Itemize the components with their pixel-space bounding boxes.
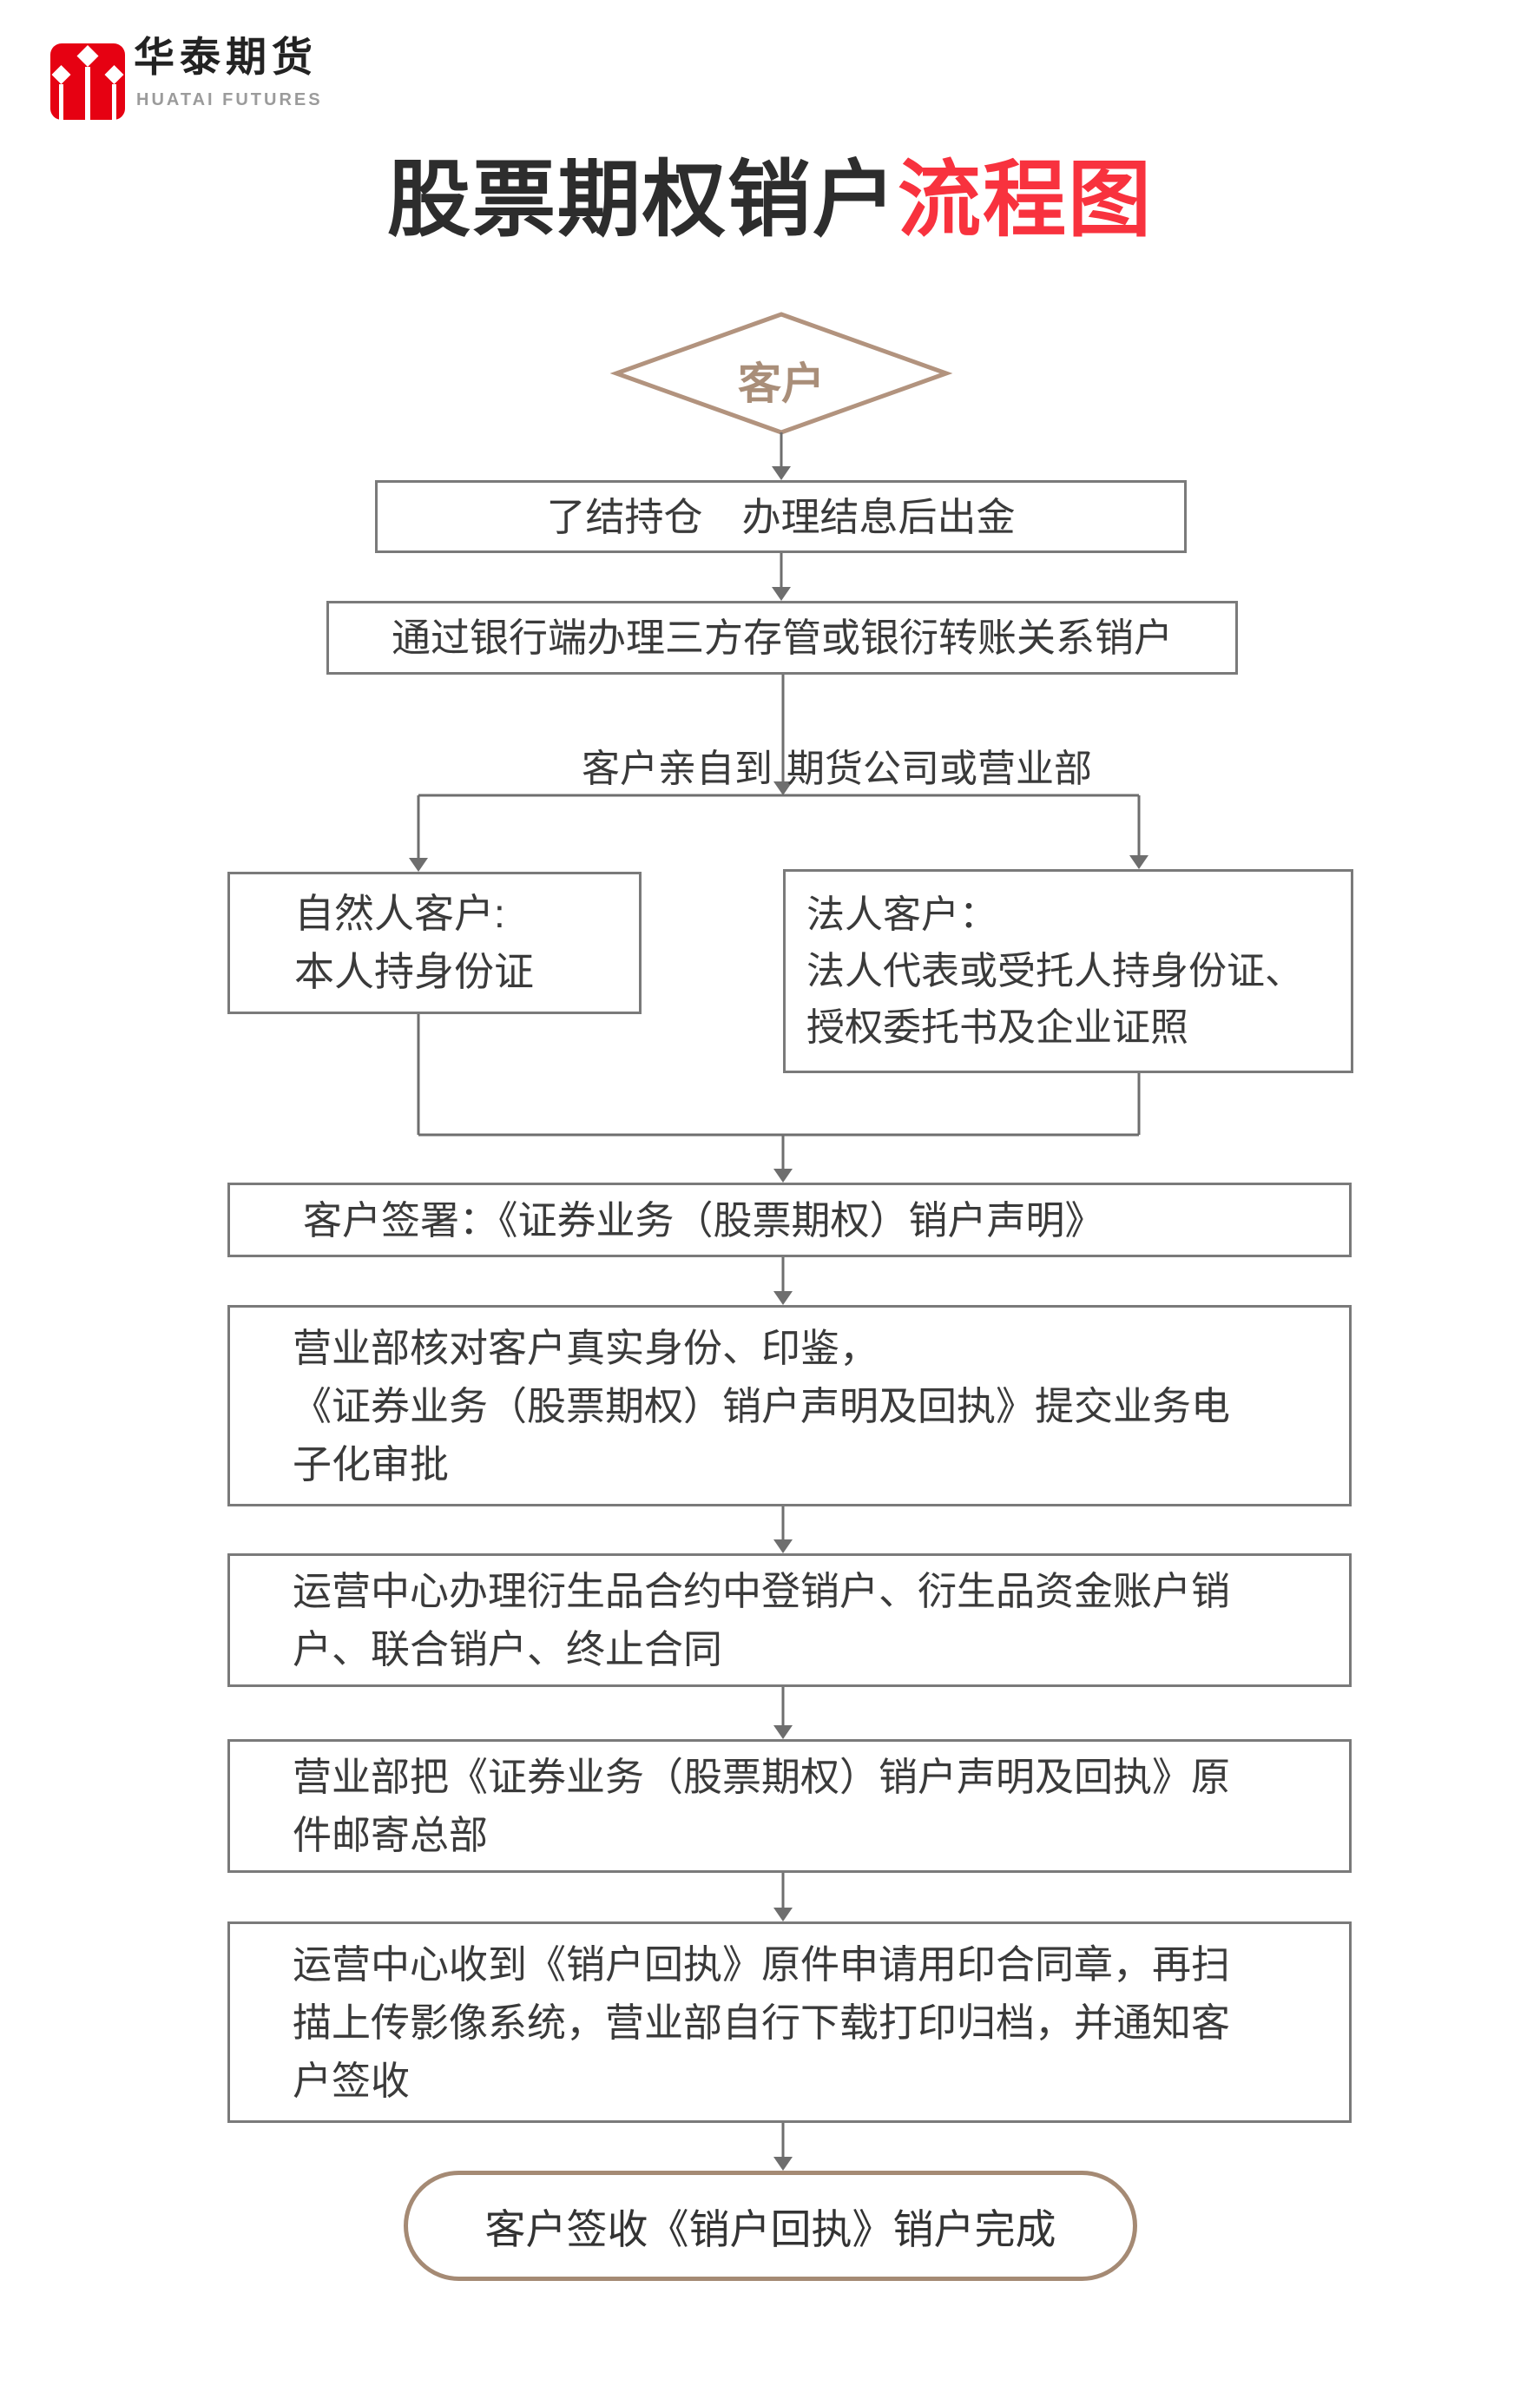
connector-bank-split [773,675,793,795]
connector-start-settle [772,432,791,480]
branch-natural-person-box: 自然人客户: 本人持身份证 [227,872,642,1014]
connector-receipt-done [773,2123,793,2171]
connector-split-legal [1129,795,1148,869]
end-terminal-box: 客户签收《销户回执》销户完成 [404,2171,1137,2281]
step-operations-cancel-box: 运营中心办理衍生品合约中登销户、衍生品资金账户销 户、联合销户、终止合同 [227,1553,1352,1687]
brand-name: 华泰期货 [134,34,318,80]
connector-split-natural [409,795,428,872]
page-title-red: 流程图 [898,154,1153,247]
connector-verify-operations [773,1506,793,1553]
branch-legal-person-box: 法人客户： 法人代表或受托人持身份证、 授权委托书及企业证照 [783,869,1353,1073]
brand-subname: HUATAI FUTURES [136,90,323,109]
connector-mail-receipt [773,1873,793,1921]
connector-merge-sign [773,1135,793,1183]
step-verify-box: 营业部核对客户真实身份、印鉴， 《证券业务（股票期权）销户声明及回执》提交业务电… [227,1305,1352,1506]
page-title-black: 股票期权销户 [387,154,898,247]
connector-operations-mail [773,1687,793,1739]
step-settle-box: 了结持仓 办理结息后出金 [375,480,1187,553]
step-sign-box: 客户签署：《证券业务（股票期权）销户声明》 [227,1183,1352,1257]
branch-label-right: 期货公司或营业部 [786,748,1092,790]
step-bank-box: 通过银行端办理三方存管或银衍转账关系销户 [326,601,1238,675]
connector-settle-bank [772,553,791,601]
connector-sign-verify [773,1257,793,1305]
page-title: 股票期权销户流程图 [0,132,1540,253]
branch-label: 客户亲自到 期货公司或营业部 [582,737,1092,793]
branch-label-left: 客户亲自到 [582,748,773,790]
step-receipt-box: 运营中心收到《销户回执》原件申请用印合同章，再扫 描上传影像系统，营业部自行下载… [227,1921,1352,2123]
step-mail-box: 营业部把《证券业务（股票期权）销户声明及回执》原 件邮寄总部 [227,1739,1352,1873]
huatai-logo-icon [50,43,125,120]
start-diamond-label: 客户 [738,359,825,408]
